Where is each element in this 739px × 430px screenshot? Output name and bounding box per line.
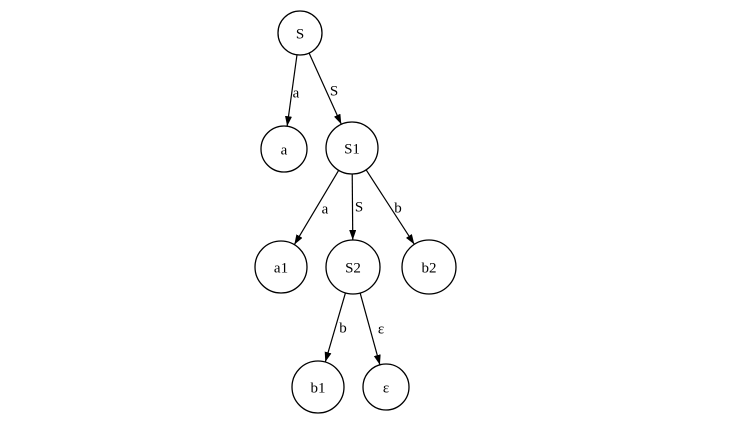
edge-label-S2-eps: ε — [378, 321, 384, 337]
tree-node-label-a: a — [281, 142, 288, 158]
tree-node-S1 — [325, 121, 379, 175]
tree-node-S2 — [325, 239, 381, 295]
tree-node-b2 — [401, 239, 457, 295]
tree-node-label-b2: b2 — [422, 260, 437, 276]
edge-label-S1-S2: S — [355, 199, 363, 215]
edge-S1-to-S2 — [349, 173, 357, 241]
tree-node-a — [260, 125, 308, 173]
tree-node-b1 — [291, 360, 345, 414]
edge-S1-to-a1 — [293, 170, 340, 245]
edge-S1-to-b2 — [365, 169, 415, 245]
edge-label-S-a: a — [293, 85, 300, 101]
tree-node-label-b1: b1 — [311, 380, 326, 396]
tree-node-label-S: S — [296, 26, 304, 42]
tree-node-a1 — [254, 240, 308, 294]
tree-node-label-a1: a1 — [274, 260, 288, 276]
tree-node-label-S2: S2 — [345, 260, 361, 276]
tree-node-S — [277, 10, 323, 56]
edge-S-to-a — [285, 54, 298, 127]
tree-node-eps — [362, 363, 410, 411]
edge-S-to-S1 — [308, 52, 342, 125]
edge-label-S1-a1: a — [322, 201, 329, 217]
edge-label-S2-b1: b — [339, 320, 347, 336]
tree-node-label-S1: S1 — [344, 141, 360, 157]
tree-node-label-eps: ε — [383, 380, 389, 396]
edge-label-S1-b2: b — [394, 200, 402, 216]
edge-S2-to-eps — [359, 292, 381, 365]
edge-S2-to-b1 — [324, 292, 347, 363]
edge-label-S-S1: S — [330, 83, 338, 99]
